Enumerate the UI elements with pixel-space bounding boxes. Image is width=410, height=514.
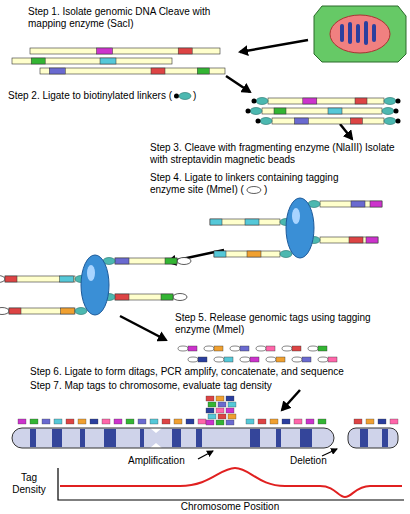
step-text: Tag Density: [4, 472, 54, 496]
step-text-paren: ): [193, 90, 196, 102]
biotin-linker-icon: [174, 93, 191, 100]
axes: [58, 468, 404, 500]
step-text: Step 1. Isolate genomic DNA Cleave with …: [28, 6, 243, 30]
step-text: Step 3. Cleave with fragmenting enzyme (…: [150, 142, 405, 166]
step-text: Chromosome Position: [130, 501, 330, 513]
step-text-paren: ): [264, 184, 267, 196]
step-text: Step 5. Release genomic tags using taggi…: [175, 312, 405, 336]
step-text: Step 4. Ligate to linkers containing tag…: [150, 172, 350, 196]
chromosome: [12, 428, 398, 448]
cell: [314, 6, 406, 62]
mmei-linker-icon: [247, 187, 261, 194]
step-text: Amplification: [128, 455, 185, 467]
density-curve: [60, 468, 402, 497]
step-text: Step 6. Ligate to form ditags, PCR ampli…: [30, 366, 405, 378]
chromosome-outline: [12, 428, 398, 448]
step-text: Step 2. Ligate to biotinylated linkers (: [8, 90, 172, 102]
step-text: Deletion: [290, 455, 327, 467]
step-text: Step 7. Map tags to chromosome, evaluate…: [30, 380, 330, 392]
